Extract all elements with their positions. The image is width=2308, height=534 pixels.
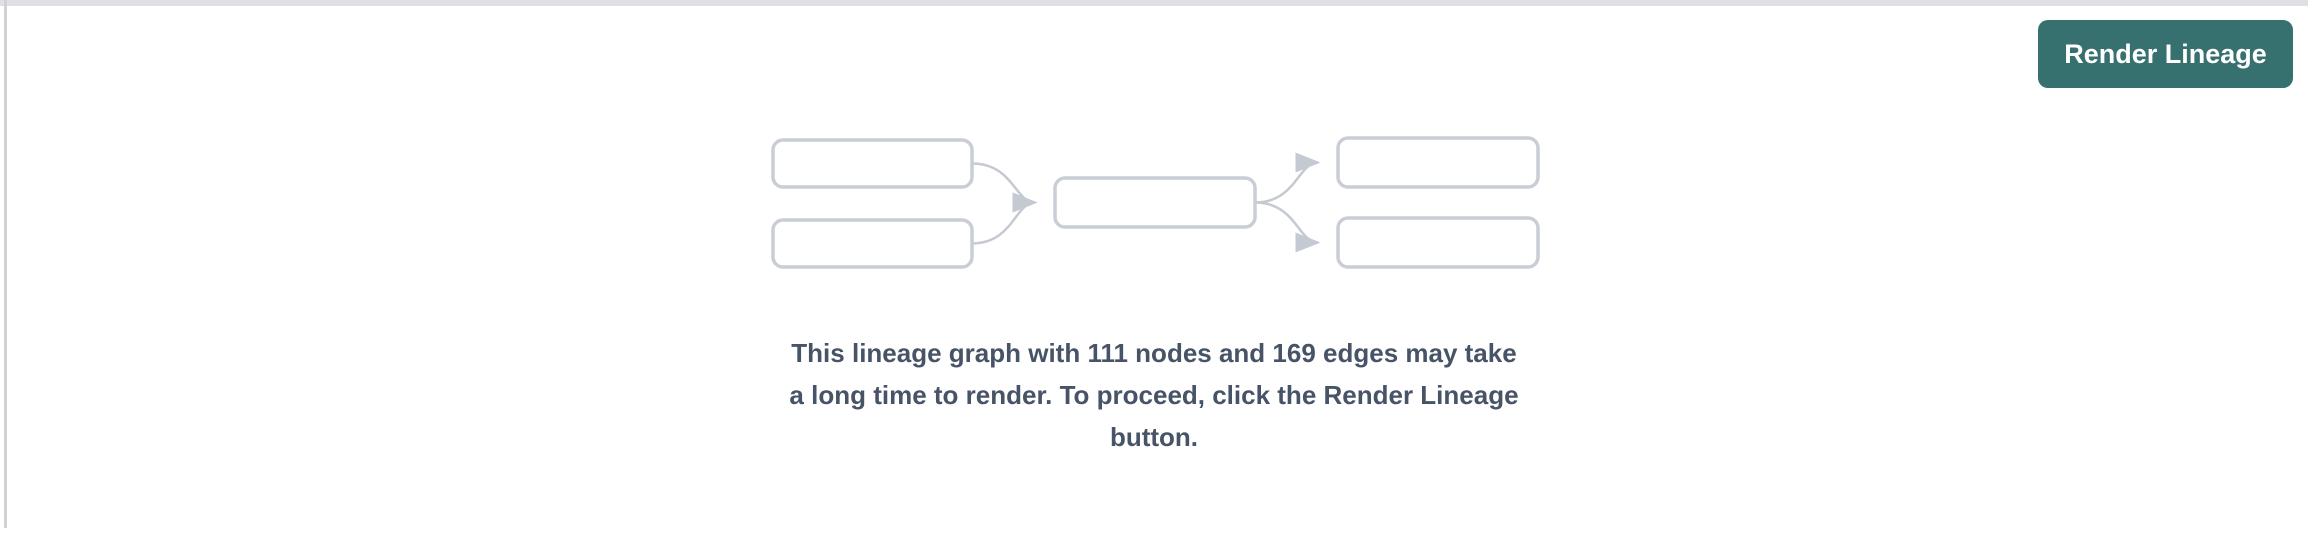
lineage-warning-line-3: button. [1109,422,1199,452]
lineage-edge-arrow [971,192,1038,245]
lineage-placeholder-diagram [771,136,1540,269]
lineage-edge-arrow [971,162,1038,213]
lineage-warning-message: This lineage graph with 111 nodes and 16… [0,332,2308,458]
placeholder-node-source-bottom [771,218,974,269]
placeholder-node-middle [1053,176,1257,229]
lineage-warning-line-2: a long time to render. To proceed, click… [789,380,1519,410]
placeholder-node-source-top [771,138,974,189]
lineage-edge-arrow [1254,152,1321,204]
panel-top-border [0,0,2308,6]
placeholder-node-target-bottom [1336,216,1540,269]
panel-left-border [4,0,7,528]
render-lineage-button[interactable]: Render Lineage [2038,20,2293,88]
placeholder-node-target-top [1336,136,1540,189]
lineage-edge-arrow [1254,201,1321,253]
lineage-warning-line-1: This lineage graph with 111 nodes and 16… [791,338,1517,368]
